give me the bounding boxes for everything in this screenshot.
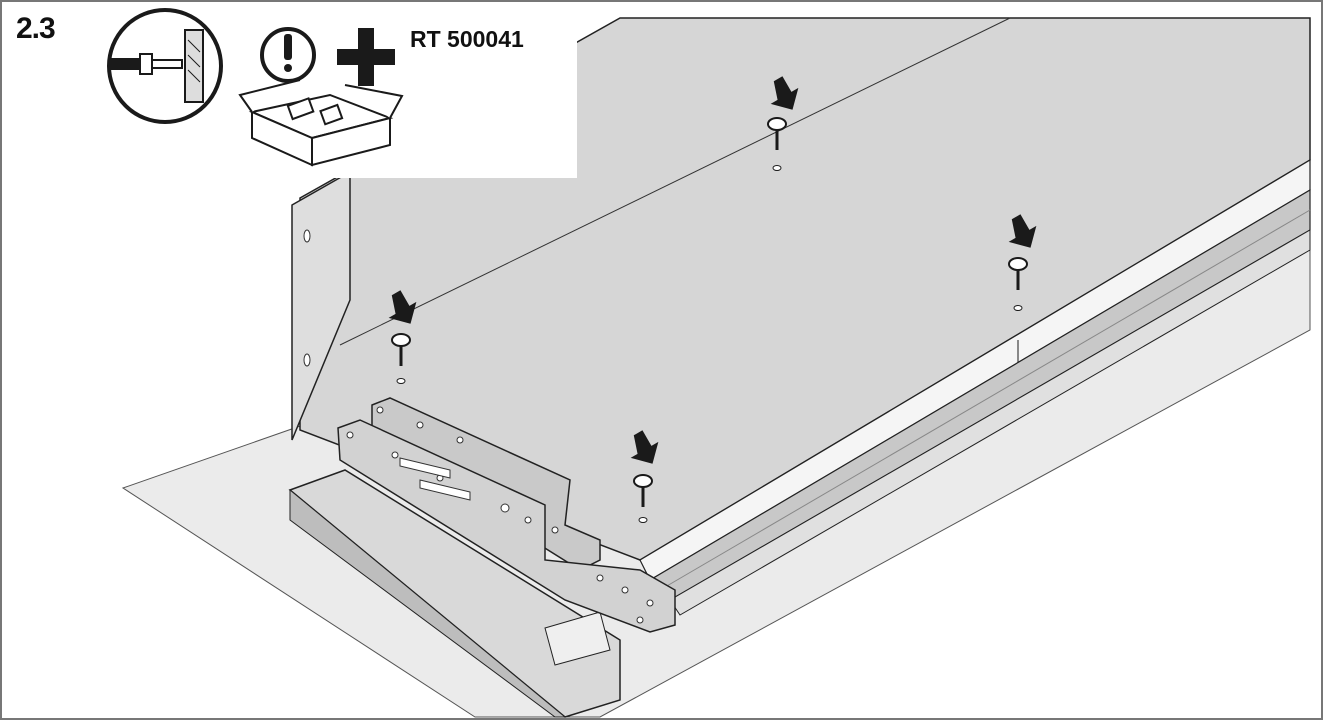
bracket-label (399, 457, 451, 479)
screw-point-4 (630, 430, 659, 523)
bracket-front (337, 419, 676, 633)
screw-icon (391, 333, 411, 347)
step-number: 2.3 (16, 12, 56, 45)
side-hole (303, 353, 311, 367)
bracket-label (419, 479, 471, 501)
rail-lip (669, 229, 1311, 616)
side-hole (303, 229, 311, 243)
screw-point-2 (1008, 214, 1037, 362)
screw-point-1 (767, 76, 799, 171)
channel-slot (544, 611, 611, 666)
screw-icon (767, 117, 787, 131)
down-arrow-icon (630, 430, 659, 464)
part-code: RT 500041 (410, 26, 524, 52)
parts-box-icon (238, 79, 404, 167)
panel-seam (339, 17, 1011, 346)
screw-icon (633, 474, 653, 488)
down-arrow-icon (770, 76, 799, 110)
screwdriver-icon (107, 8, 223, 124)
down-arrow-icon (388, 290, 417, 324)
rail-line (659, 209, 1311, 591)
base-channel-side (289, 488, 567, 718)
exclamation-icon (260, 27, 316, 83)
screw-point-3 (388, 290, 417, 384)
down-arrow-icon (1008, 214, 1037, 248)
screw-icon (1008, 257, 1028, 271)
bracket-holes (346, 406, 654, 624)
plus-icon (337, 28, 395, 86)
